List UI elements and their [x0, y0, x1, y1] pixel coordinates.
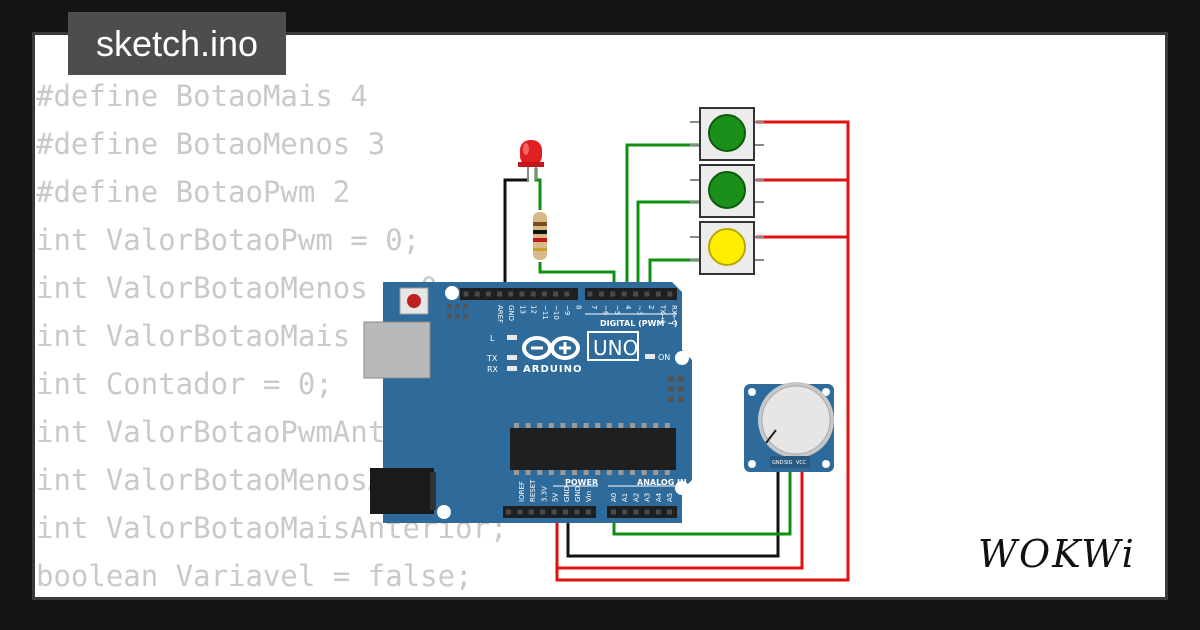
wire-pot-vcc[interactable]: [557, 468, 804, 570]
power-jack: [370, 468, 434, 514]
analog-pin-label: A4: [655, 492, 663, 502]
pin-label: ~6: [601, 305, 609, 316]
pin-label: ~10: [552, 305, 560, 320]
power-header: [503, 506, 596, 518]
analog-pin-label: A2: [632, 493, 640, 502]
push-button-menos[interactable]: [690, 164, 764, 218]
board-model: UNO: [593, 336, 638, 360]
code-line: #define BotaoMais 4: [36, 79, 368, 113]
pin-label: 8: [574, 305, 582, 309]
code-line: int ValorBotaoMenos = 0;: [36, 271, 456, 305]
usb-port: [363, 321, 431, 379]
power-pin-label: 3.3V: [540, 486, 548, 502]
wire-led-gnd[interactable]: [503, 178, 528, 290]
arduino-logo-icon: [522, 336, 580, 360]
led-tx-label: TX: [486, 354, 498, 363]
analog-pin-label: A1: [621, 493, 629, 502]
digital-header-left: [460, 288, 578, 300]
wire-button1-5v[interactable]: [555, 120, 850, 582]
pin-label: ~11: [541, 305, 549, 320]
analog-pin-label: A3: [644, 493, 652, 502]
pin-label: ~5: [613, 305, 621, 315]
file-tab[interactable]: sketch.ino: [68, 12, 286, 75]
resistor[interactable]: [533, 212, 547, 260]
wires: [503, 120, 850, 582]
pin-label: 13: [518, 305, 526, 314]
wire-button2-pin3[interactable]: [636, 200, 700, 296]
power-pin-label: GND: [563, 486, 571, 502]
board-brand: ARDUINO: [523, 364, 582, 375]
pot-pin-label: SIG: [784, 460, 793, 466]
wire-pot-gnd[interactable]: [566, 468, 780, 558]
pin-label: GND: [507, 305, 515, 321]
analog-header: [607, 506, 677, 518]
analog-pin-label: A5: [666, 493, 674, 502]
pin-label: 2: [647, 305, 655, 309]
push-button-pwm[interactable]: [690, 221, 764, 275]
pin-label: 12: [530, 305, 538, 314]
led-l-label: L: [490, 334, 495, 343]
wokwi-logo[interactable]: WOKWi: [978, 532, 1136, 576]
pin-label: RX←0: [670, 305, 678, 325]
power-label: POWER: [565, 478, 598, 487]
power-pin-label: RESET: [529, 479, 537, 502]
analog-label: ANALOG IN: [637, 478, 687, 487]
led-rx-label: RX: [487, 365, 499, 374]
digital-header-right: [585, 288, 677, 300]
analog-pin-label: A0: [610, 493, 618, 502]
red-led[interactable]: [518, 140, 544, 182]
pot-pin-label: VCC: [796, 460, 807, 466]
wire-button1-pin4[interactable]: [625, 143, 700, 296]
power-pin-label: GND: [574, 486, 582, 502]
pot-pin-label: GND: [772, 460, 784, 466]
pin-label: AREF: [496, 305, 504, 323]
push-button-mais[interactable]: [690, 107, 764, 161]
bottom-frame: [0, 600, 1200, 630]
pin-label: 4: [624, 305, 632, 310]
atmega-chip: [510, 428, 676, 470]
power-pin-label: Vin: [585, 491, 593, 502]
pin-label: ~9: [563, 305, 571, 315]
code-line: int ValorBotaoPwm = 0;: [36, 223, 421, 257]
code-line: int ValorBotaoMais = 0;: [36, 319, 438, 353]
power-pin-label: IOREF: [518, 481, 526, 502]
pin-label: 7: [590, 305, 598, 309]
potentiometer-knob[interactable]: [761, 385, 831, 455]
code-line: int Contador = 0;: [36, 367, 333, 401]
code-line: #define BotaoMenos 3: [36, 127, 386, 161]
code-line: boolean Variavel = false;: [36, 559, 473, 593]
pin-label: ~3: [636, 305, 644, 315]
digital-label: DIGITAL (PWM ~): [600, 319, 678, 328]
on-label: ON: [658, 353, 670, 362]
power-pin-label: 5V: [552, 493, 560, 502]
code-line: #define BotaoPwm 2: [36, 175, 351, 209]
code-editor-background: #define BotaoMais 4 #define BotaoMenos 3 #…: [36, 72, 525, 600]
